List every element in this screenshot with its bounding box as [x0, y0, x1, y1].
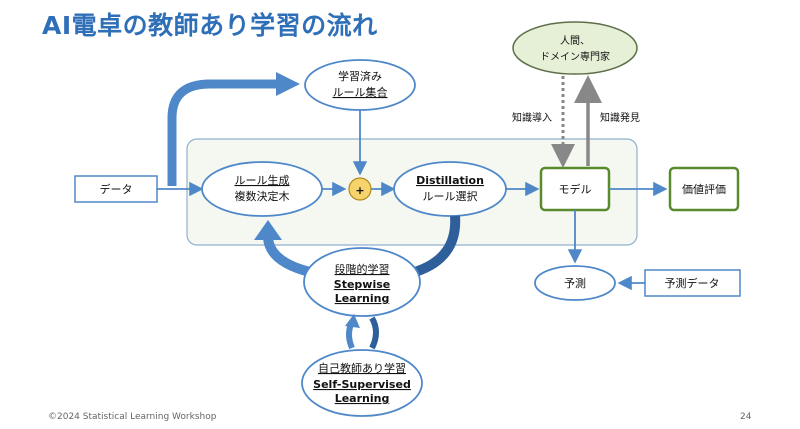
prediction-data-box	[644, 269, 741, 297]
rule-gen-line1: ルール生成	[235, 173, 290, 187]
knowledge-in-label: 知識導入	[512, 111, 552, 124]
footer-copyright: ©2024 Statistical Learning Workshop	[48, 412, 217, 422]
curved-arrow-head	[276, 72, 300, 96]
prediction-node	[534, 265, 616, 301]
cycle-arrow-down	[369, 316, 379, 350]
rule-gen-line2: 複数決定木	[235, 189, 290, 203]
human-line1: 人間、	[560, 35, 590, 47]
curved-arrow-to-learned-rules	[167, 79, 278, 186]
plus-sign: +	[355, 184, 364, 197]
evaluation-box	[668, 166, 740, 212]
evaluation-label: 価値評価	[682, 182, 726, 196]
stepwise-node	[303, 247, 421, 317]
selfsup-node	[301, 349, 423, 417]
selfsup-line1: 自己教師あり学習	[318, 361, 406, 375]
human-expert-node	[512, 21, 638, 75]
prediction-data-label: 予測データ	[665, 276, 720, 290]
selfsup-line2: Self-Supervised	[313, 378, 411, 391]
cycle-arrow-up-head	[345, 314, 360, 328]
selfsup-line3: Learning	[335, 392, 390, 405]
curved-arrow-stepwise-to-rulegen	[263, 237, 312, 277]
human-line2: ドメイン専門家	[540, 50, 610, 63]
slide-title: AI電卓の教師あり学習の流れ	[42, 11, 378, 40]
stepwise-line1: 段階的学習	[335, 262, 390, 276]
distillation-line1: Distillation	[416, 174, 484, 187]
learned-rules-node	[304, 59, 416, 111]
distillation-line2: ルール選択	[423, 189, 478, 203]
page-number: 24	[740, 412, 752, 422]
learned-rules-line2: ルール集合	[333, 85, 388, 99]
stepwise-line3: Learning	[335, 292, 390, 305]
data-input-box	[74, 175, 158, 203]
prediction-label: 予測	[564, 276, 586, 290]
model-label: モデル	[559, 182, 592, 196]
data-input-label: データ	[100, 182, 133, 196]
rule-gen-node	[201, 161, 323, 217]
knowledge-out-label: 知識発見	[600, 111, 640, 124]
distillation-node	[393, 161, 507, 217]
curved-arrow-distillation-to-stepwise	[413, 215, 461, 277]
stepwise-line2: Stepwise	[334, 278, 390, 291]
curved-arrow-stepwise-head	[254, 220, 282, 240]
learned-rules-line1: 学習済み	[338, 69, 382, 83]
